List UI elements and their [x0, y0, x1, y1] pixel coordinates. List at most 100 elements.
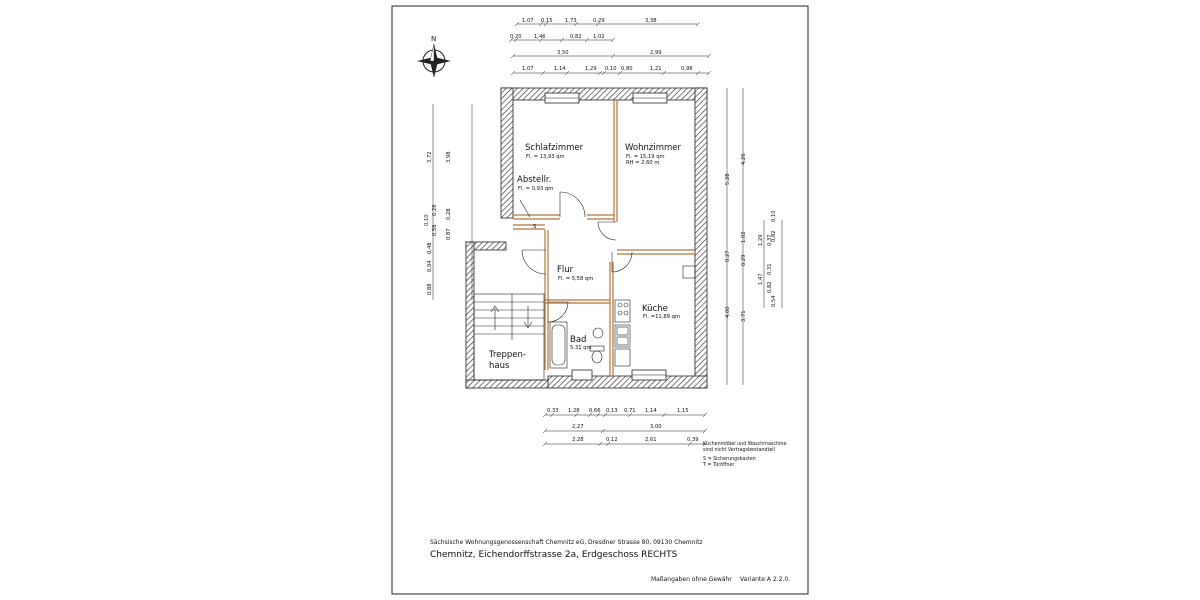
dim-top4-0: 1,07	[522, 66, 534, 72]
footer-company: Sächsische Wohnungsgenossenschaft Chemni…	[430, 539, 703, 546]
area-flur: Fl. = 5,58 qm	[558, 276, 593, 282]
dim-top2-1: 1,46	[534, 34, 546, 40]
exterior-walls	[465, 87, 708, 389]
dim-bottom1-6: 1,15	[677, 408, 689, 414]
door-bedroom	[559, 191, 586, 218]
dim-bottom3-2: 2,61	[645, 437, 657, 443]
dim-top3-1: 2,99	[650, 50, 662, 56]
area-wohnzimmer: Fl. = 15,19 qm	[626, 154, 665, 160]
dim-right-2: 0,27	[725, 250, 731, 262]
room-bad: Bad	[570, 335, 586, 345]
height-wohnzimmer: RH = 2,60 m	[626, 160, 659, 166]
area-abstellraum: Fl. = 0,93 qm	[518, 186, 553, 192]
dim-left-6: 0,87	[446, 228, 452, 240]
washbasin	[592, 327, 604, 339]
dim-right-6: 0,37	[767, 234, 773, 246]
window-living	[632, 92, 668, 104]
north-arrow-icon: N	[417, 35, 451, 78]
dim-top1-1: 0,15	[541, 18, 553, 24]
staircase	[473, 293, 545, 381]
dim-bottom1-3: 0,13	[606, 408, 618, 414]
dim-bottom3-3: 0,39	[687, 437, 699, 443]
dim-top3-0: 3,50	[557, 50, 569, 56]
chimney	[682, 265, 696, 279]
area-schlafzimmer: Fl. = 13,93 qm	[526, 154, 565, 160]
door-entrance	[521, 249, 547, 275]
window-kitchen	[631, 369, 667, 381]
dimension-ticks	[508, 21, 712, 447]
dim-right-8: 0,82	[771, 230, 777, 242]
window-bath	[571, 369, 593, 381]
area-kueche: Fl. =11,89 qm	[643, 314, 680, 320]
dim-right-3: 1,02	[741, 231, 747, 243]
dim-left-4: 0,56	[432, 224, 438, 236]
dim-right-10: 0,31	[767, 263, 773, 275]
room-kueche: Küche	[642, 304, 668, 314]
interior-walls	[513, 100, 695, 376]
washing-machine	[614, 348, 631, 367]
dim-bottom1-0: 0,33	[547, 408, 559, 414]
dim-top2-0: 0,20	[510, 34, 522, 40]
dim-right-9: 1,47	[758, 273, 764, 285]
room-flur: Flur	[557, 265, 574, 275]
door-living	[597, 221, 617, 241]
dim-bottom3-0: 2,28	[572, 437, 584, 443]
sheet-frame	[391, 5, 809, 595]
dim-left-0: 3,72	[427, 151, 433, 163]
window-bedroom	[544, 92, 580, 104]
dim-top4-6: 0,98	[681, 66, 693, 72]
room-schlafzimmer: Schlafzimmer	[525, 143, 584, 153]
dim-right-0: 4,26	[741, 153, 747, 165]
dim-left-7: 0,48	[427, 242, 433, 254]
note-line-2: sind nicht Vertragsbestandteil	[703, 447, 775, 453]
dim-bottom2-1: 3,00	[650, 424, 662, 430]
dim-top1-3: 0,29	[593, 18, 605, 24]
dim-bottom1-5: 1,14	[645, 408, 657, 414]
dim-left-3: 0,26	[432, 204, 438, 216]
toilet	[589, 345, 605, 364]
dim-right-5: 1,29	[758, 234, 764, 246]
room-treppenhaus-2: haus	[489, 361, 510, 371]
dim-top4-4: 0,80	[621, 66, 633, 72]
dim-left-1: 3,98	[446, 151, 452, 163]
dim-right-7: 0,10	[771, 210, 777, 222]
footer-disclaimer: Maßangaben ohne Gewähr	[651, 576, 732, 583]
dim-left-5: 0,28	[446, 208, 452, 220]
bathtub	[549, 321, 568, 369]
dim-left-9: 0,88	[427, 283, 433, 295]
door-bath	[547, 301, 569, 323]
dim-bottom3-1: 0,12	[606, 437, 618, 443]
dim-top1-2: 1,73	[565, 18, 577, 24]
kitchen-sink	[614, 324, 631, 348]
door-kitchen	[611, 251, 633, 273]
north-label: N	[431, 35, 436, 43]
room-abstellraum: Abstellr.	[517, 175, 551, 185]
dim-top4-5: 1,21	[650, 66, 662, 72]
dim-left-2: 0,10	[424, 214, 430, 226]
dim-top4-1: 1,14	[554, 66, 566, 72]
dim-top4-3: 0,10	[605, 66, 617, 72]
dim-left-8: 0,94	[427, 260, 433, 272]
note-line-1: Küchenmöbel und Waschmaschine	[703, 441, 786, 447]
dim-bottom1-4: 0,71	[624, 408, 636, 414]
note-line-4: T = Türöffner	[702, 462, 734, 468]
room-treppenhaus-1: Treppen-	[488, 350, 526, 360]
dim-bottom1-1: 1,28	[568, 408, 580, 414]
dim-bottom1-2: 0,66	[589, 408, 601, 414]
dim-right-1: 5,28	[725, 173, 731, 185]
dim-top4-2: 1,29	[585, 66, 597, 72]
dim-right-11: 0,82	[767, 281, 773, 293]
dim-right-14: 3,71	[741, 310, 747, 322]
door-storage	[519, 199, 531, 218]
dim-top2-2: 0,82	[570, 34, 582, 40]
dim-bottom2-0: 2,27	[572, 424, 584, 430]
footer-address: Chemnitz, Eichendorffstrasse 2a, Erdgesc…	[430, 550, 678, 560]
kitchen-stove	[614, 299, 631, 323]
symbol-s: S	[533, 224, 536, 230]
dim-top2-3: 1,02	[593, 34, 605, 40]
dim-top1-4: 3,38	[645, 18, 657, 24]
area-bad: 5,31 qm	[570, 345, 592, 351]
dim-right-4: 0,29	[741, 254, 747, 266]
dim-right-13: 4,00	[725, 306, 731, 318]
